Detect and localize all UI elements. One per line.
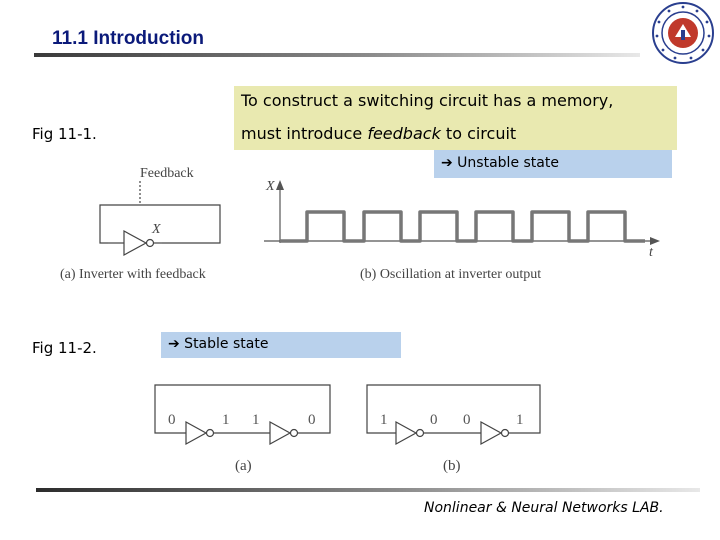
stable-state-box [161, 332, 401, 358]
inverter-gate-a1 [185, 420, 208, 446]
circuit-a-value-4: 0 [308, 412, 316, 428]
circuit-b-value-1: 1 [380, 412, 388, 428]
callout-line-2-prefix: must introduce [241, 124, 368, 143]
inverter-output-label: X [151, 222, 161, 237]
callout-line-2-suffix: to circuit [440, 124, 517, 143]
callout-line-2: must introduce feedback to circuit [241, 124, 516, 143]
inverter-bubble-a [145, 238, 155, 248]
page-title: 11.1 Introduction [52, 28, 205, 49]
unstable-state-box [434, 150, 672, 178]
inverter-feedback-circuit [99, 181, 221, 257]
oscillation-plot [264, 180, 660, 245]
circuit-a-value-1: 0 [168, 412, 176, 428]
oscillation-waveform [280, 210, 645, 243]
callout-line-1: To construct a switching circuit has a m… [241, 91, 614, 110]
circuit-a-value-2: 1 [222, 412, 230, 428]
inverter-gate-b1 [395, 420, 418, 446]
callout-emphasis-feedback: feedback [367, 124, 441, 143]
loop-wire-b [366, 384, 541, 434]
caption-inverter-feedback: (a) Inverter with feedback [60, 267, 206, 282]
caption-circuit-a: (a) [235, 458, 252, 474]
x-axis-label: t [649, 245, 654, 260]
unstable-state-text: ➔ Unstable state [441, 155, 559, 171]
circuit-a-value-3: 1 [252, 412, 260, 428]
stable-circuit-a [154, 384, 331, 446]
x-axis-arrow [650, 237, 660, 245]
figure-2-label: Fig 11-2. [32, 339, 97, 357]
feedback-loop-wire [99, 204, 221, 244]
loop-wire-a [154, 384, 331, 434]
feedback-label: Feedback [140, 166, 194, 181]
stable-circuit-b [366, 384, 541, 446]
y-axis-arrow [276, 180, 284, 190]
lab-name: Nonlinear & Neural Networks LAB. [424, 500, 664, 516]
circuit-b-value-3: 0 [463, 412, 471, 428]
inverter-gate-a2 [269, 420, 292, 446]
memory-callout [234, 86, 677, 150]
inverter-gate-b2 [480, 420, 503, 446]
inverter-gate-a [123, 229, 148, 257]
y-axis-label: X [265, 179, 275, 194]
university-seal-icon [652, 2, 714, 64]
header-divider [34, 53, 640, 57]
figure-1-label: Fig 11-1. [32, 125, 97, 143]
caption-circuit-b: (b) [443, 458, 461, 474]
caption-oscillation: (b) Oscillation at inverter output [360, 267, 541, 282]
circuit-b-value-2: 0 [430, 412, 438, 428]
footer-divider [36, 488, 700, 492]
stable-state-text: ➔ Stable state [168, 336, 269, 352]
circuit-b-value-4: 1 [516, 412, 524, 428]
